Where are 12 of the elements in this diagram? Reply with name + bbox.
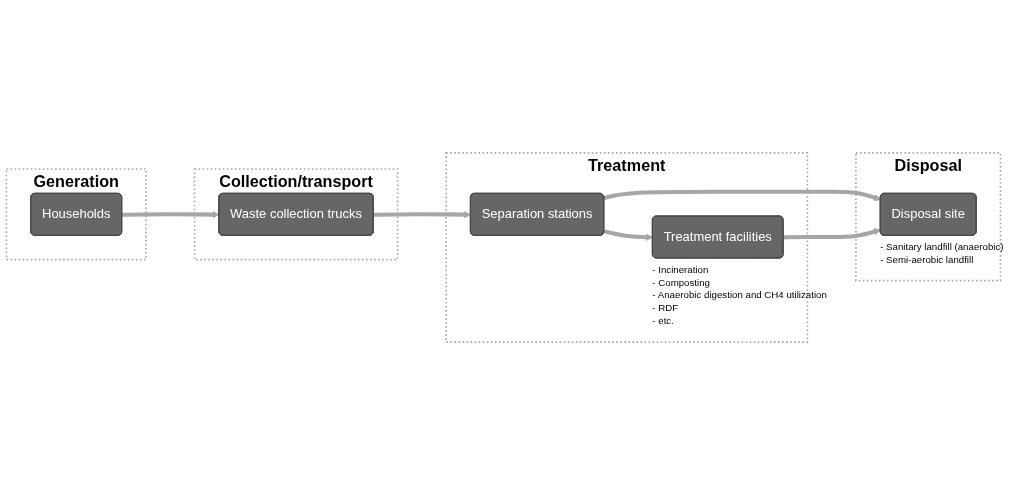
- list-item: - Incineration: [652, 263, 709, 275]
- list-item: - Anaerobic digestion and CH4 utilization: [652, 289, 827, 301]
- list-item: - Semi-aerobic landfill: [880, 253, 974, 265]
- arrow: [603, 229, 654, 241]
- list-item: - Composting: [652, 276, 710, 288]
- arrow: [783, 228, 881, 240]
- arrow: [373, 211, 472, 219]
- arrow: [122, 211, 220, 219]
- list-item: - etc.: [652, 315, 674, 327]
- list-item: - Sanitary landfill (anaerobic): [880, 240, 1004, 252]
- arrow: [603, 189, 881, 202]
- list-item: - RDF: [652, 302, 679, 314]
